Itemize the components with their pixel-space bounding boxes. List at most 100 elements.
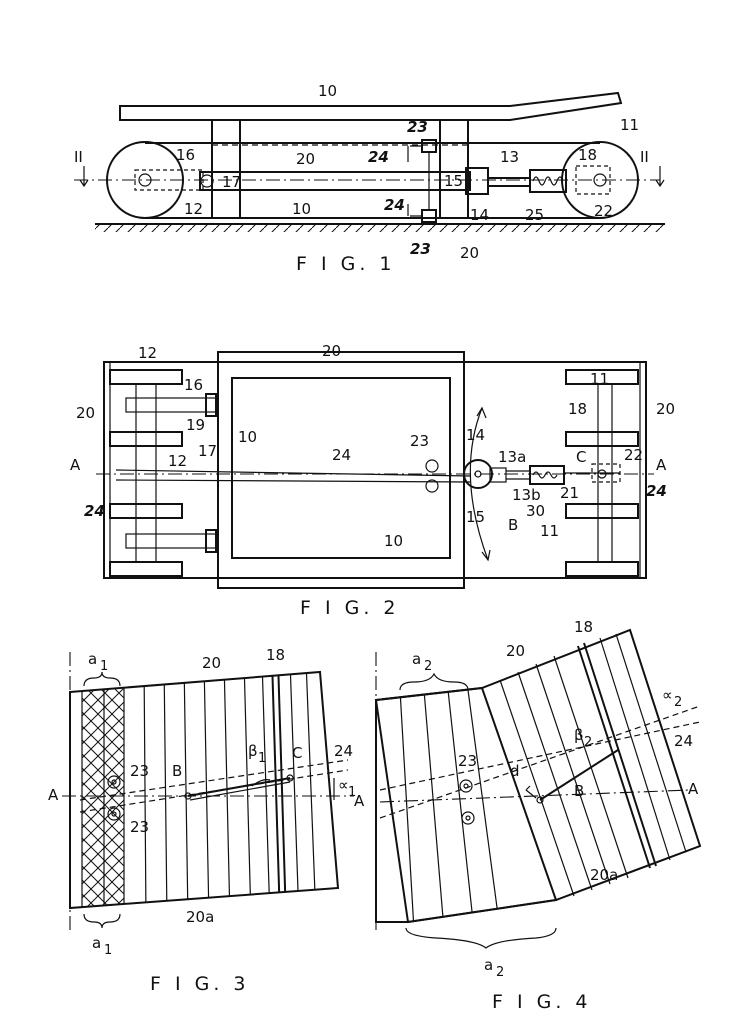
roller-23-fig3-b [107,807,121,821]
fig3-label-beta1: β [248,742,258,760]
brace-a1-top [83,671,121,687]
fig2-label-20-right: 20 [656,400,675,418]
bracket-24-bottom [407,204,422,217]
bearing-22 [575,165,611,195]
frame-window [231,377,451,559]
section-arrow-left [79,166,89,188]
fig2-label-18: 18 [568,400,587,418]
brace-a2-bottom [405,927,557,949]
fig4-label-beta2-sub: 2 [584,735,592,750]
fig2-label-23: 23 [410,432,429,450]
rod-24-fig3 [187,777,291,797]
fig1-label-23-bottom: 23 [410,240,431,258]
figure-1: 10 11 23 24 20 13 18 16 17 15 12 10 24 1… [74,82,665,275]
frame-bar [199,171,471,191]
fig3-label-a1-bottom-sub: 1 [104,943,112,958]
fig2-label-20-top: 20 [322,342,341,360]
fig4-label-20a: 20a [590,866,618,884]
point-C-fig3 [286,774,294,782]
fig4-caption: F I G. 4 [492,991,592,1013]
fig1-label-11: 11 [620,116,639,134]
fig1-label-18: 18 [578,146,597,164]
brace-a2-top [399,672,469,691]
fig2-caption: F I G. 2 [300,597,400,619]
clamp-15 [465,167,489,195]
figure-3: a 1 20 18 23 23 β 1 C 24 B A ∝ 1 20a a 1… [48,646,356,995]
fig3-label-a1-bottom: a [92,934,101,952]
drum11-slat-1 [565,369,639,385]
drum12-slat-1 [109,369,183,385]
fig4-label-B: B [574,782,584,800]
fig4-label-18: 18 [574,618,593,636]
fig3-label-B: B [172,762,182,780]
spring-housing-25 [529,169,567,193]
drum12-slat-4 [109,561,183,577]
roller-23-fig3-a [107,775,121,789]
fig1-label-14: 14 [470,206,489,224]
fig1-label-15: 15 [444,172,463,190]
ground-hatch [95,224,665,232]
fig2-label-30: 30 [526,502,545,520]
drum12-slat-2 [109,431,183,447]
drum12-slat-3 [109,503,183,519]
rod-24-b [115,479,471,483]
fig4-label-alpha2-sub: 2 [674,695,682,710]
drum11-slat-2 [565,431,639,447]
top-board [119,91,623,121]
swing-arrow-top [476,406,487,419]
fig1-label-24-top: 24 [368,148,389,166]
fig3-label-20: 20 [202,654,221,672]
section-arrow-right [655,166,665,188]
bracket-24-top [407,145,422,162]
arm-16 [125,397,217,413]
fig2-label-13b: 13b [512,486,541,504]
rod-24-fig4 [539,749,619,801]
fig2-label-13a: 13a [498,448,526,466]
fig1-label-10-bottom: 10 [292,200,311,218]
rod-24 [115,469,471,477]
fig4-label-beta2: β [574,726,584,744]
fig4-label-20: 20 [506,642,525,660]
drum11-slat-4 [565,561,639,577]
fig2-label-17: 17 [198,442,217,460]
distance-d-arrow [525,785,537,799]
left-pillar [211,119,241,219]
fig4-label-a2-top: a [412,650,421,668]
roller-23-fig4-a [459,779,473,793]
drum11-slat-3 [565,503,639,519]
slat-lines-fig4-left [399,689,501,922]
slat-lines-fig4-right [499,633,687,897]
belt-segment-fig3 [69,670,340,910]
spring-13b [529,465,565,485]
fig2-label-19: 19 [186,416,205,434]
tilted-axis-fig4 [379,705,701,819]
spring-coil [532,176,564,186]
fig4-label-d: d [510,762,520,780]
fig1-section-II-right: II [640,148,649,166]
fig1-label-16: 16 [176,146,195,164]
fig2-label-11-bottom: 11 [540,522,559,540]
fig2-label-12-top: 12 [138,344,157,362]
fig4-label-a2-bottom-sub: 2 [496,965,504,980]
roller-23-top [421,139,437,153]
swing-arrow-bottom [481,549,491,562]
arm-lower [125,533,217,549]
belt-segment-fig4 [375,628,702,923]
brace-a1-bottom [83,913,121,929]
fig3-caption: F I G. 3 [150,973,250,995]
fig1-label-24-bottom: 24 [384,196,405,214]
fig4-label-23: 23 [458,752,477,770]
fig3-label-beta1-sub: 1 [258,751,266,766]
angle-beta1-arc [251,779,271,787]
fig2-label-12-mid: 12 [168,452,187,470]
fig1-section-II-left: II [74,148,83,166]
fig1-label-23-top: 23 [407,118,428,136]
point-B-fig4 [536,796,544,804]
roller-23-bottom [421,209,437,223]
fig3-label-alpha1-sub: 1 [348,785,356,800]
fig1-label-13: 13 [500,148,519,166]
fig3-label-C: C [292,744,302,762]
fig4-label-a2-top-sub: 2 [424,659,432,674]
fig2-label-14: 14 [466,426,485,444]
fig4-label-A-left: A [354,792,365,810]
